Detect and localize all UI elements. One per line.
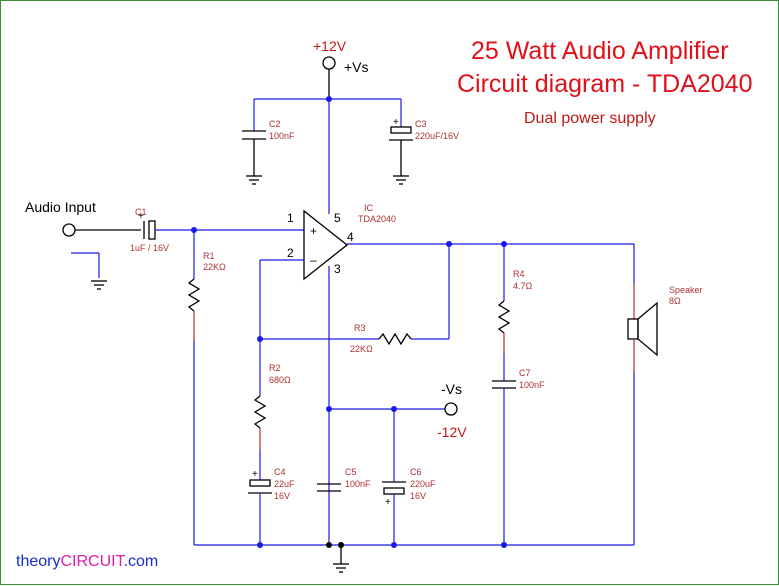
ic-pin-3: 3 <box>334 262 341 276</box>
r2-ref: R2 <box>269 363 281 373</box>
ground-icon <box>246 175 262 185</box>
c4-value: 22uF <box>274 479 295 489</box>
vminus-value-label: -12V <box>437 424 467 440</box>
ic-ref: IC <box>364 203 374 213</box>
c4-plate-top <box>249 479 271 487</box>
c1-polarity: + <box>138 211 144 222</box>
c1-ref: C1 <box>135 207 147 217</box>
title-line-1: 25 Watt Audio Amplifier <box>471 37 729 65</box>
title-line-2: Circuit diagram - TDA2040 <box>457 70 752 98</box>
c4-ref: C4 <box>274 467 286 477</box>
brand-part-2: CIRCUIT <box>60 553 125 570</box>
c3-value: 220uF/16V <box>415 131 459 141</box>
ic-plus-sign: + <box>310 224 317 238</box>
c5-value: 100nF <box>345 479 371 489</box>
r1-resistor <box>187 278 201 312</box>
r2-value: 680Ω <box>269 375 291 385</box>
r3-value: 22KΩ <box>350 344 373 354</box>
c3-polarity: + <box>393 117 399 128</box>
c4-voltage: 16V <box>274 491 290 501</box>
ic-op-amp-symbol <box>303 209 349 281</box>
ic-pin-2: 2 <box>287 246 294 260</box>
vminus-terminal <box>444 402 458 416</box>
c3-ref: C3 <box>415 119 427 129</box>
c4-polarity: + <box>252 469 258 480</box>
r4-value: 4.7Ω <box>513 281 533 291</box>
c6-value: 220uF <box>410 479 436 489</box>
c7-ref: C7 <box>519 368 531 378</box>
c6-polarity: + <box>385 497 391 508</box>
r1-ref: R1 <box>203 251 215 261</box>
c6-plate-bottom <box>383 487 405 495</box>
brand-logo: theoryCIRCUIT.com <box>16 553 158 570</box>
audio-input-terminal <box>62 223 76 237</box>
r4-resistor <box>497 300 511 334</box>
speaker-value: 8Ω <box>669 296 681 306</box>
ground-icon <box>393 175 409 185</box>
c5-ref: C5 <box>345 467 357 477</box>
c2-value: 100nF <box>269 131 295 141</box>
brand-part-1: theory <box>16 553 60 570</box>
vplus-name-label: +Vs <box>344 59 369 75</box>
c1-value: 1uF / 16V <box>130 243 169 253</box>
c7-value: 100nF <box>519 380 545 390</box>
speaker-ref: Speaker <box>669 285 703 295</box>
c2-ref: C2 <box>269 119 281 129</box>
r4-ref: R4 <box>513 269 525 279</box>
ic-minus-sign: – <box>310 253 317 267</box>
junction-gnd-c7 <box>501 542 507 548</box>
c6-ref: C6 <box>410 467 422 477</box>
ic-pin-5: 5 <box>334 211 341 225</box>
r2-resistor <box>253 395 267 429</box>
c3-plate-top <box>390 126 412 134</box>
r3-resistor <box>378 332 412 346</box>
junction-vminus <box>326 406 332 412</box>
ic-part: TDA2040 <box>358 214 396 224</box>
c6-voltage: 16V <box>410 491 426 501</box>
vplus-terminal <box>322 56 336 70</box>
brand-part-3: .com <box>124 553 159 570</box>
speaker-icon <box>627 301 658 357</box>
ground-icon <box>91 280 107 290</box>
r1-value: 22KΩ <box>203 262 226 272</box>
c1-plate-right <box>148 220 156 240</box>
subtitle: Dual power supply <box>524 110 656 127</box>
junction-gnd-c5 <box>326 542 332 548</box>
r3-ref: R3 <box>354 323 366 333</box>
audio-input-label: Audio Input <box>25 199 96 215</box>
vplus-value-label: +12V <box>313 38 347 54</box>
ic-pin-1: 1 <box>287 211 294 225</box>
junction-gnd-c6 <box>391 542 397 548</box>
ic-pin-4: 4 <box>347 230 354 244</box>
vminus-name-label: -Vs <box>441 381 462 397</box>
junction-gnd-c4 <box>257 542 263 548</box>
ground-icon <box>333 563 349 573</box>
